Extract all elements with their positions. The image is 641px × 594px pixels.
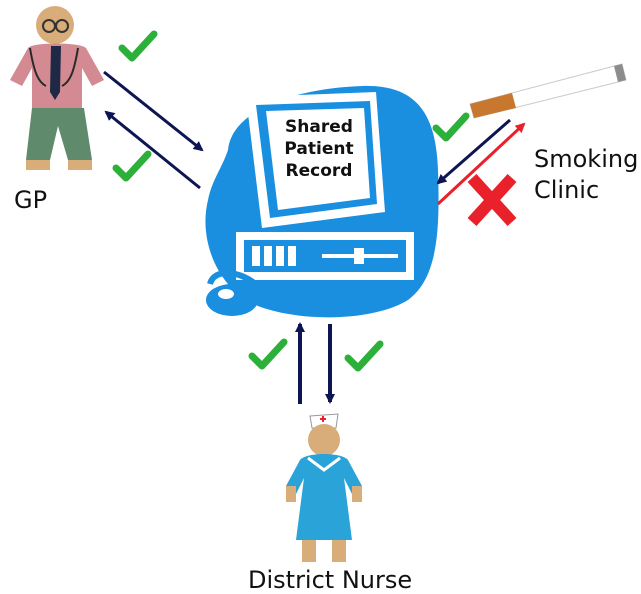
district-nurse-label: District Nurse <box>248 566 413 594</box>
record-to-gp-arrow <box>104 110 201 190</box>
check-icon <box>248 338 288 370</box>
smoking-clinic-label-line2: Clinic <box>534 176 600 204</box>
gp-label: GP <box>14 186 48 214</box>
smoking-clinic-label-line1: Smoking <box>534 145 639 173</box>
computer-icon <box>205 85 439 318</box>
check-icon <box>112 150 152 182</box>
monitor-inner <box>266 108 370 210</box>
record-line-1: Shared <box>285 117 353 137</box>
record-line-2: Patient <box>284 139 354 159</box>
smoking-to-record-arrow <box>436 118 511 185</box>
nurse-figure-icon <box>286 413 362 562</box>
cross-icon <box>467 173 517 227</box>
doctor-figure-icon <box>10 6 104 170</box>
check-icon <box>118 30 158 62</box>
check-icon <box>432 112 470 142</box>
cigarette-icon <box>469 63 627 119</box>
record-line-3: Record <box>285 161 353 181</box>
record-to-smoking-denied-arrow <box>436 122 526 206</box>
mouse <box>206 284 258 316</box>
mouse-cable <box>207 269 260 289</box>
gp-to-record-arrow <box>103 70 204 152</box>
shared-patient-record-label: Shared Patient Record <box>272 116 366 182</box>
check-icon <box>344 340 384 372</box>
